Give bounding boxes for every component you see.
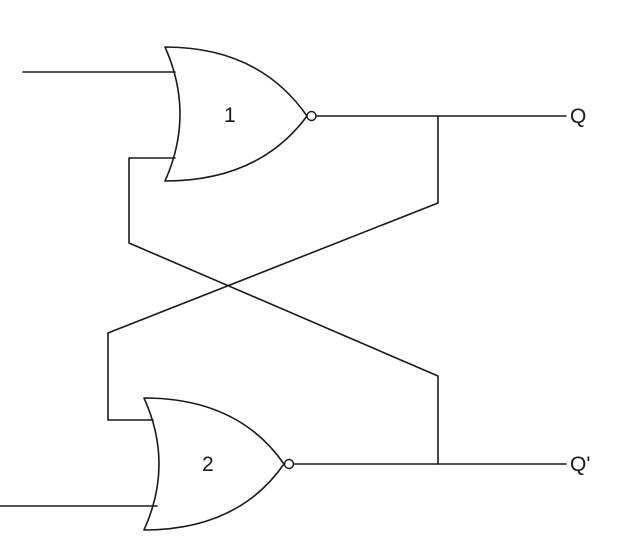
nor-gate-2: 2 xyxy=(143,397,295,531)
nor-gate-1: 1 xyxy=(164,46,317,182)
nor-gate-1-bubble xyxy=(306,110,317,122)
output-label-q: Q xyxy=(570,105,586,128)
nor-gate-1-body xyxy=(164,46,308,182)
nor-gate-2-bubble xyxy=(283,458,295,470)
feedback-wire-q-to-gate-2 xyxy=(107,115,439,421)
output-label-q-prime: Q' xyxy=(570,453,590,476)
feedback-wire-q-prime-to-gate-1 xyxy=(128,157,439,465)
gate-1-label: 1 xyxy=(224,104,236,127)
nor-gate-2-body xyxy=(143,397,285,531)
gate-2-label: 2 xyxy=(202,453,214,476)
